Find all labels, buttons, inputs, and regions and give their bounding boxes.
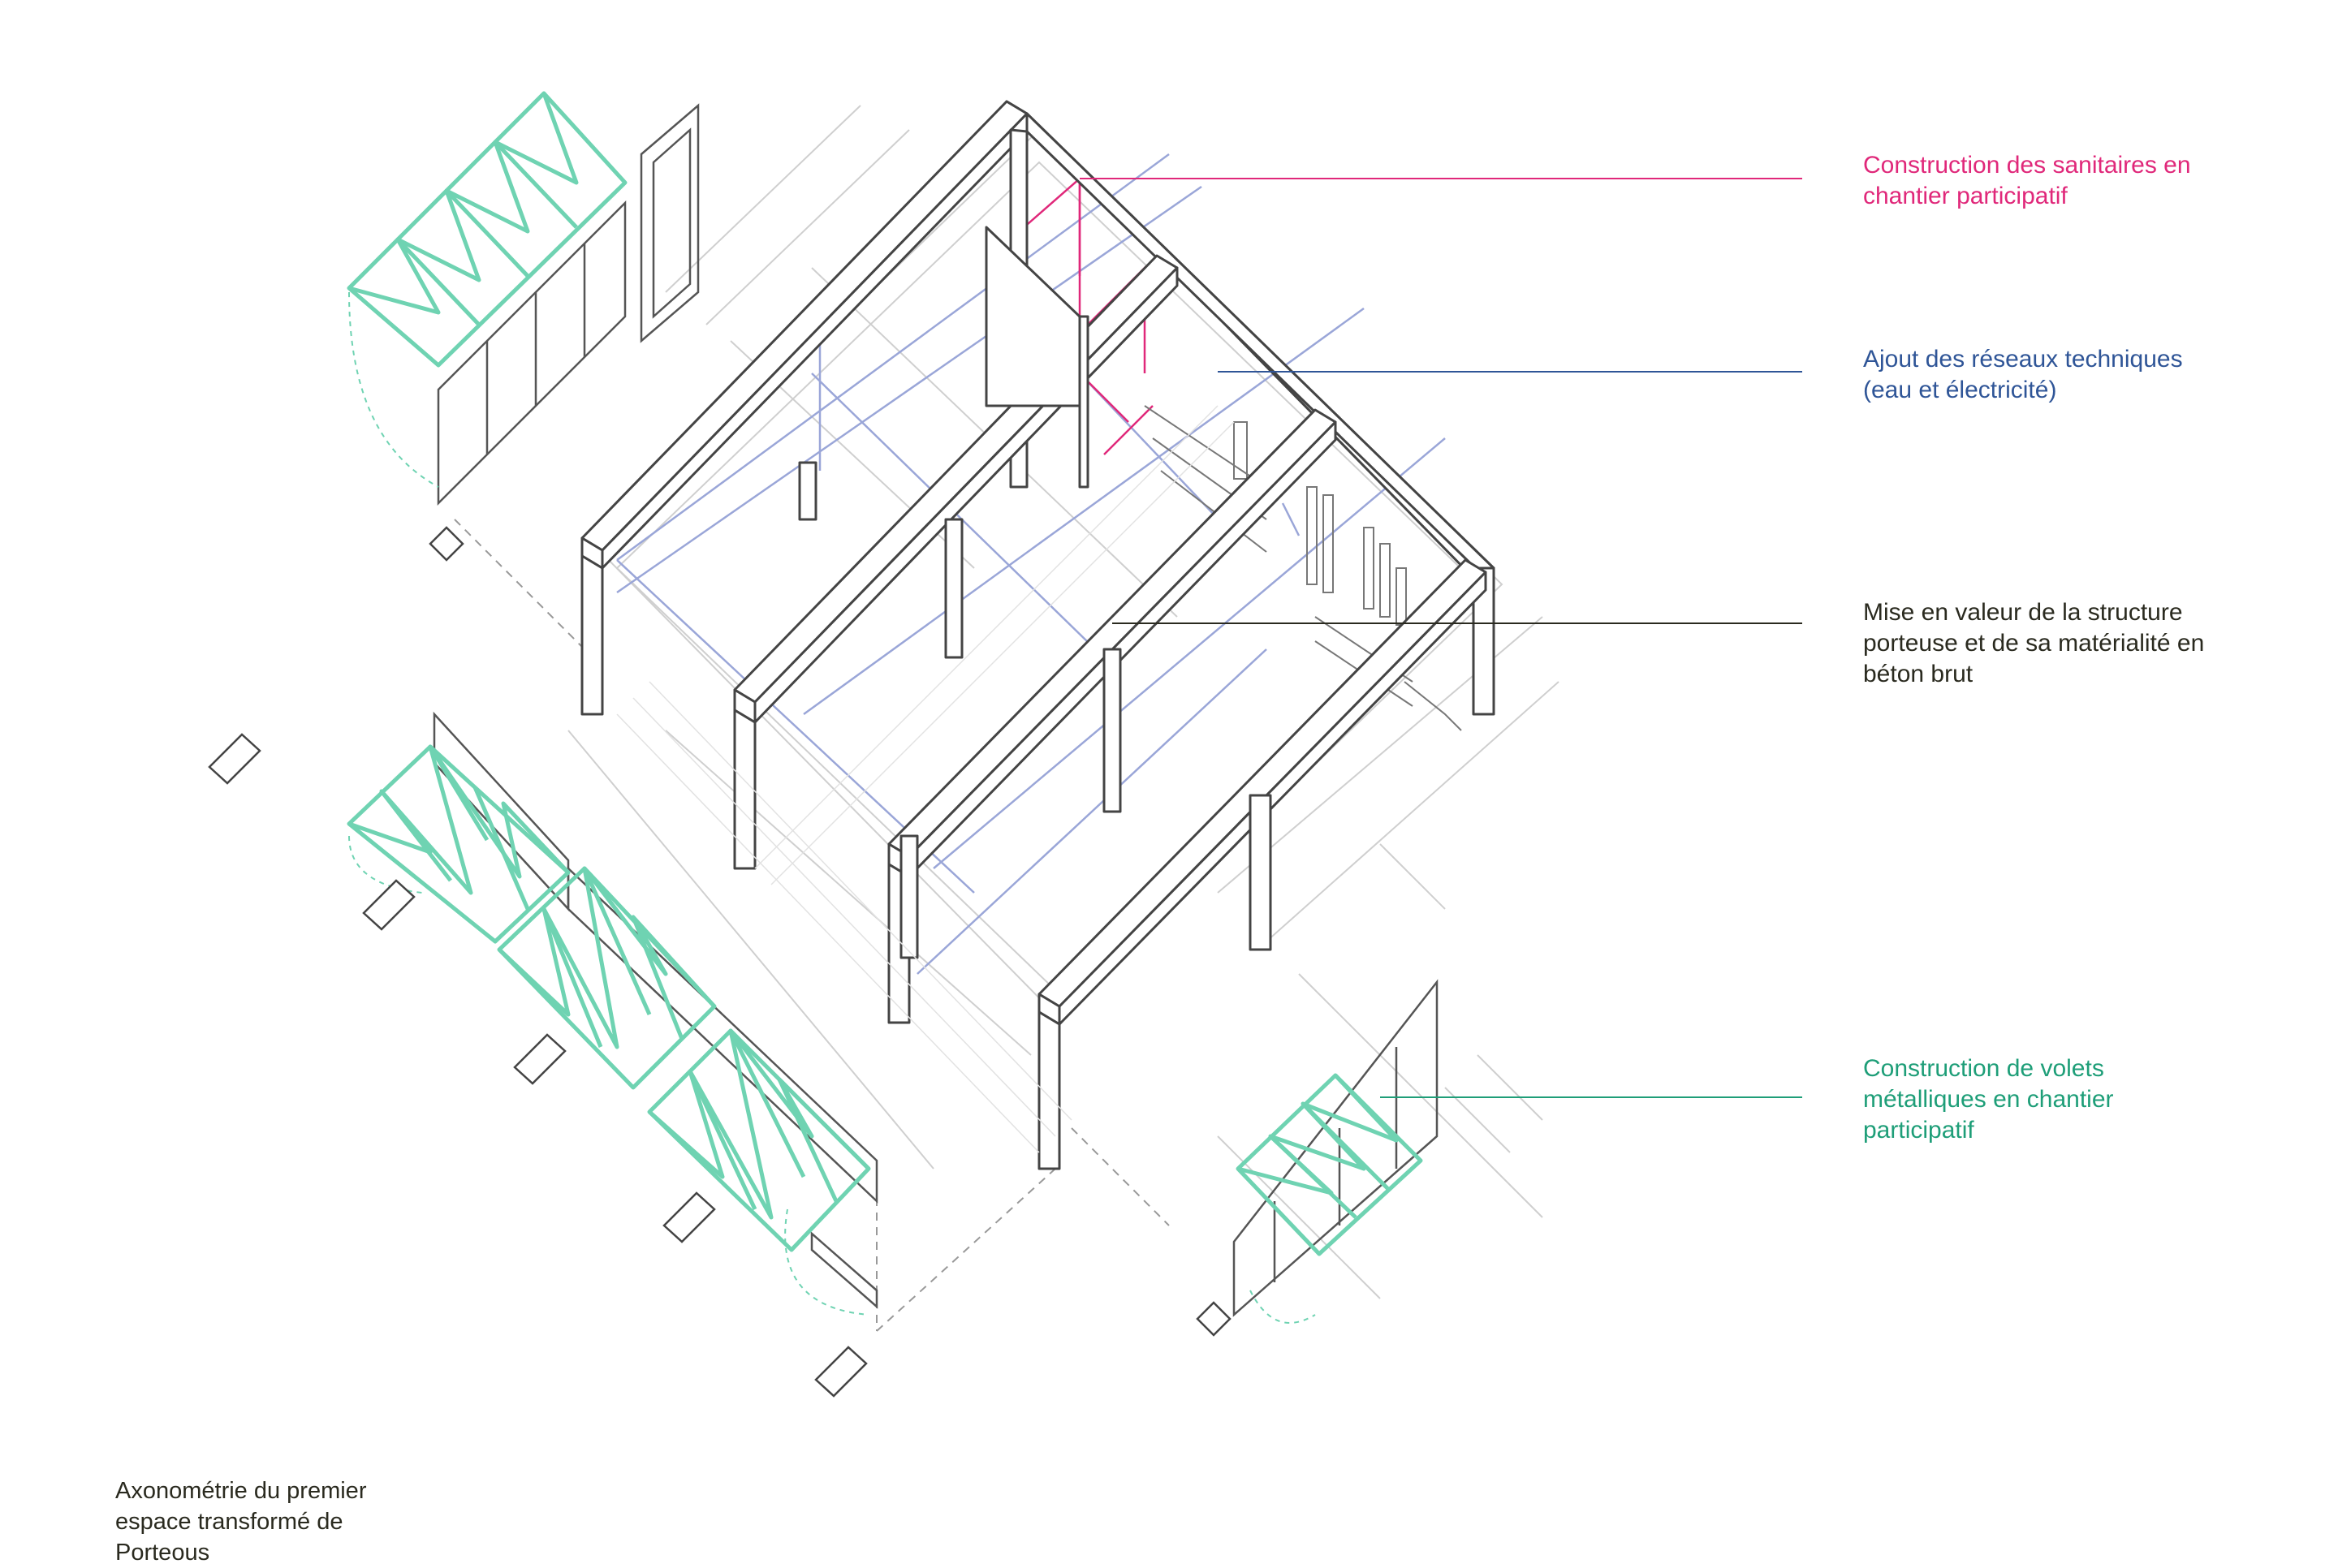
door-swings: [348, 291, 1316, 1324]
annotation-volets-line-1: Construction de volets: [1863, 1055, 2104, 1082]
figure-caption: Axonométrie du premier espace transformé…: [115, 1475, 366, 1568]
annotation-reseaux-line-1: Ajout des réseaux techniques: [1863, 346, 2183, 373]
volets-metalliques: [347, 91, 1423, 1256]
annotation-volets: Construction de volets métalliques en ch…: [1863, 1053, 2114, 1146]
annotation-volets-line-3: participatif: [1863, 1117, 1974, 1144]
beton-structure: [580, 100, 1495, 1170]
annotation-structure: Mise en valeur de la structure porteuse …: [1863, 597, 2204, 690]
caption-line-3: Porteous: [115, 1540, 210, 1566]
annotation-reseaux: Ajout des réseaux techniques (eau et éle…: [1863, 344, 2183, 406]
annotation-sanitaires: Construction des sanitaires en chantier …: [1863, 150, 2191, 212]
annotation-structure-line-3: béton brut: [1863, 661, 1973, 687]
caption-line-2: espace transformé de: [115, 1509, 343, 1535]
annotation-structure-line-1: Mise en valeur de la structure: [1863, 599, 2183, 626]
annotation-volets-line-2: métalliques en chantier: [1863, 1086, 2114, 1113]
floor-hatch: [616, 405, 1235, 1153]
caption-line-1: Axonométrie du premier: [115, 1478, 367, 1504]
annotation-sanitaires-line-1: Construction des sanitaires en: [1863, 152, 2191, 179]
annotation-structure-line-2: porteuse et de sa matérialité en: [1863, 630, 2205, 657]
footings: [208, 526, 1232, 1398]
annotation-reseaux-line-2: (eau et électricité): [1863, 377, 2057, 403]
annotation-sanitaires-line-2: chantier participatif: [1863, 183, 2068, 209]
reseaux-techniques: [616, 153, 1446, 975]
window-frames: [433, 103, 1439, 1317]
